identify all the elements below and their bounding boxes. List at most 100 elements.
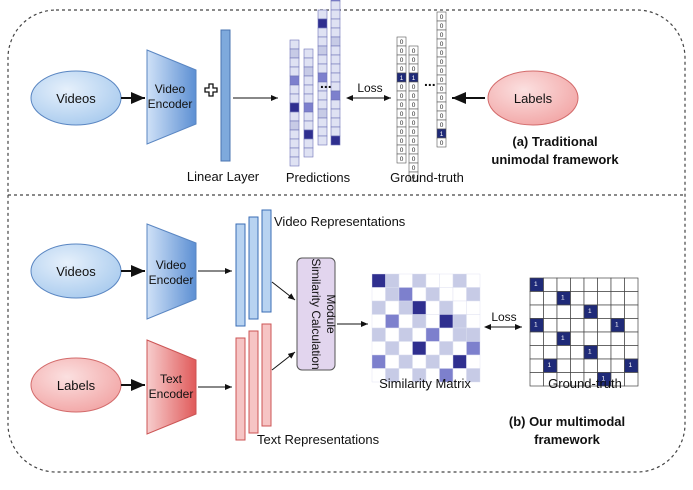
videos-label-top: Videos [56,91,96,106]
video-repr-bar-1 [235,223,246,327]
groundtruth-cell-value: 0 [440,23,444,30]
similarity-cell [439,273,454,288]
similarity-cell [398,341,413,356]
prediction-cell [289,39,300,50]
similarity-cell [466,341,481,356]
gt-matrix-cell [624,372,639,387]
similarity-cell [385,327,400,342]
gt-matrix-cell [583,358,598,373]
prediction-cell [317,99,328,110]
outer-frame [7,9,686,473]
groundtruth-cell-value: 0 [412,84,416,91]
gt-matrix-one: 1 [588,308,592,315]
videos-label-bottom: Videos [56,264,96,279]
similarity-cell [425,341,440,356]
prediction-cell [330,9,341,20]
gt-matrix-cell [570,318,585,333]
prediction-cell [330,63,341,74]
video-encoder-bottom-line1: Video [156,258,187,272]
gt-matrix-one: 1 [561,295,565,302]
groundtruth-cell-value: 0 [400,48,404,55]
prediction-cell [289,129,300,140]
video-repr-bar-3 [261,209,272,313]
similarity-cell [412,287,427,302]
groundtruth-cell-value: 0 [400,93,404,100]
prediction-cell [303,84,314,95]
loss-label-bottom: Loss [491,310,516,324]
text-repr-bar-1 [235,337,246,441]
groundtruth-cell-value: 0 [412,174,416,181]
prediction-cell [330,90,341,101]
groundtruth-cell-value: 0 [400,147,404,154]
similarity-cell [371,287,386,302]
prediction-cell [303,102,314,113]
prediction-cell [289,111,300,122]
groundtruth-cell-value: 0 [440,68,444,75]
prediction-cell [330,135,341,146]
gt-matrix-cell [570,291,585,306]
prediction-cell [330,72,341,83]
loss-label-top: Loss [357,81,382,95]
similarity-cell [385,314,400,329]
gt-matrix-cell [597,277,612,292]
gt-matrix-cell [583,331,598,346]
labels-ellipse-top [487,70,579,126]
similarity-cell [385,273,400,288]
prediction-cell [330,36,341,47]
gt-matrix-cell [529,304,544,319]
similarity-cell [371,341,386,356]
gt-matrix-one: 1 [534,281,538,288]
similarity-cell [425,273,440,288]
similarity-cell [452,354,467,369]
prediction-cell [317,117,328,128]
prediction-cell [303,138,314,149]
groundtruth-cell-value: 0 [400,111,404,118]
gt-matrix-cell [624,345,639,360]
prediction-cell [303,129,314,140]
gt-matrix-cell [624,277,639,292]
prediction-cell [289,57,300,68]
similarity-cell [385,354,400,369]
prediction-cell [303,66,314,77]
gt-matrix-cell [597,345,612,360]
similarity-cell [371,300,386,315]
text-repr-bar-3 [261,323,272,427]
gt-matrix-cell [543,277,558,292]
arrow-text-repr-to-module [271,351,296,371]
similarity-cell [371,314,386,329]
gt-matrix-one: 1 [534,322,538,329]
text-repr-bar-2 [248,330,259,434]
groundtruth-cell-value: 0 [440,95,444,102]
similarity-cell [385,341,400,356]
text-encoder [146,339,197,435]
similarity-matrix-label: Similarity Matrix [379,376,471,391]
video-encoder-top-line1: Video [155,82,186,96]
prediction-cell [289,48,300,59]
gt-matrix-cell [556,277,571,292]
prediction-cell [317,45,328,56]
similarity-cell [439,314,454,329]
predictions-dots: ... [320,75,332,91]
groundtruth-cell-value: 0 [412,129,416,136]
similarity-cell [466,314,481,329]
groundtruth-cell-value: 0 [412,48,416,55]
similarity-cell [425,354,440,369]
groundtruth-cell-value: 0 [400,39,404,46]
groundtruth-dots-top: ... [424,73,436,89]
groundtruth-cell-value: 0 [440,14,444,21]
groundtruth-cell-value: 1 [400,75,404,82]
similarity-cell [412,300,427,315]
groundtruth-cell-value: 0 [412,93,416,100]
gt-matrix-cell [570,277,585,292]
similarity-cell [452,327,467,342]
prediction-cell [289,102,300,113]
prediction-cell [289,93,300,104]
prediction-cell [303,48,314,59]
prediction-cell [317,90,328,101]
prediction-cell [303,57,314,68]
gt-matrix-cell [610,291,625,306]
similarity-module-line1: Similarity Calculation [309,258,323,369]
prediction-cell [330,117,341,128]
gt-matrix-cell [624,304,639,319]
gt-matrix-cell [583,291,598,306]
